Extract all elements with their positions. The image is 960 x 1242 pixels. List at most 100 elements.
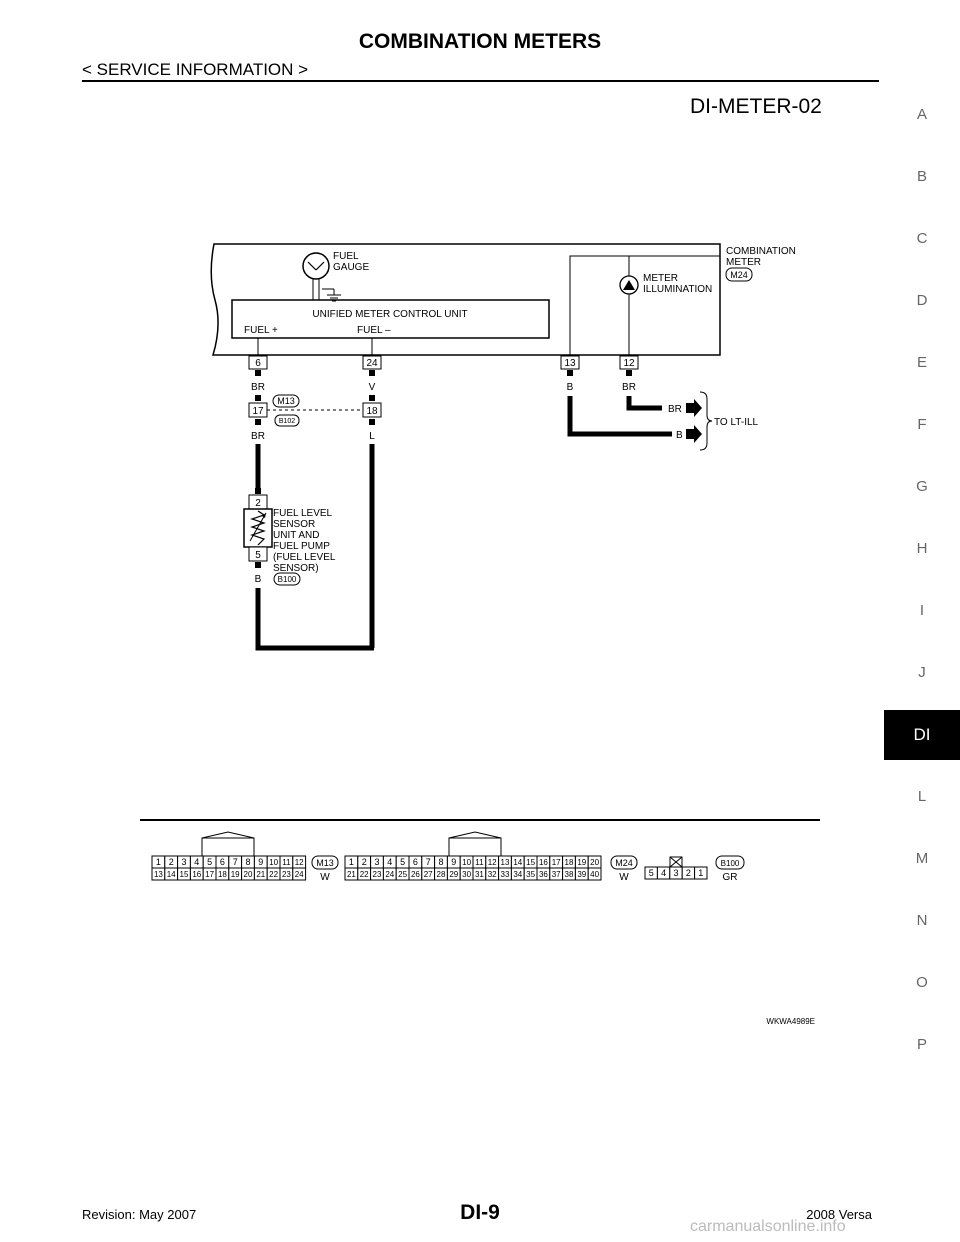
tab-p[interactable]: P <box>916 1036 927 1053</box>
sensor-label: UNIT AND <box>273 530 320 541</box>
wire-br-lt-ill <box>626 396 662 411</box>
m24-pin-number: 7 <box>426 857 431 867</box>
wiring-diagram: COMBINATION METER M24 FUEL GAUGE UNIFIED… <box>140 243 820 1026</box>
arrow-icon <box>686 425 702 443</box>
connector-tag-b100-face-text: B100 <box>721 859 740 868</box>
illumination-led-icon <box>623 280 635 290</box>
tab-b[interactable]: B <box>916 168 927 185</box>
b100-pin-number: 2 <box>686 868 691 878</box>
fuel-gauge-label-2: GAUGE <box>333 262 369 273</box>
tab-d[interactable]: D <box>916 292 928 309</box>
wire-color: BR <box>622 382 636 393</box>
sensor-pin-2-label: 2 <box>255 498 261 509</box>
m24-pin-number: 4 <box>387 857 392 867</box>
stub <box>567 370 573 376</box>
pin-12 <box>619 355 639 370</box>
m24-pin-number: 28 <box>437 870 446 879</box>
fuel-gauge-label: FUEL <box>333 251 359 262</box>
m24-pin-number: 11 <box>475 858 484 867</box>
m13-pin-number: 18 <box>218 870 227 879</box>
m24-pin-number: 6 <box>413 857 418 867</box>
m13-pin-number: 12 <box>295 858 304 867</box>
m13-pin-number: 7 <box>233 857 238 867</box>
wire-ground-b <box>255 588 374 651</box>
combination-meter-box <box>210 243 721 356</box>
variable-resistor-arrow-head <box>262 513 266 518</box>
stub <box>369 370 375 376</box>
tab-h[interactable]: H <box>916 540 928 557</box>
m13-pin-number: 8 <box>245 857 250 867</box>
connector-tag-m13 <box>272 394 300 408</box>
variable-resistor-arrow <box>249 512 267 542</box>
b100-pin-number: 3 <box>673 868 678 878</box>
tab-m[interactable]: M <box>915 850 929 867</box>
m13-pin-number: 15 <box>180 870 189 879</box>
m24-pin-number: 9 <box>451 857 456 867</box>
arrow-icon <box>686 399 702 417</box>
m24-pin-number: 14 <box>513 858 522 867</box>
m13-pin-number: 13 <box>154 870 163 879</box>
fuel-gauge-icon <box>302 252 330 280</box>
connector-color-m24: W <box>619 872 629 883</box>
stub <box>369 395 375 401</box>
m13-pin-number: 17 <box>205 870 214 879</box>
meter-illumination-label-2: ILLUMINATION <box>643 284 712 295</box>
connector-tag-m24 <box>725 267 753 282</box>
tab-c[interactable]: C <box>916 230 928 247</box>
m13-pin-number: 1 <box>156 857 161 867</box>
m24-pin-number: 19 <box>577 858 586 867</box>
combination-meter-label: COMBINATION <box>726 246 796 257</box>
pin-12-label: 12 <box>623 358 635 369</box>
m24-pin-number: 31 <box>475 870 484 879</box>
pin-17-label: 17 <box>252 406 264 417</box>
wire-b-lt-ill <box>567 396 672 437</box>
tab-l[interactable]: L <box>917 788 927 805</box>
tab-n[interactable]: N <box>916 912 928 929</box>
pin-24 <box>362 355 382 370</box>
tab-di[interactable]: DI <box>884 710 960 760</box>
diagram-id: DI-METER-02 <box>690 95 822 118</box>
stub <box>255 370 261 376</box>
m24-pin-number: 39 <box>577 870 586 879</box>
m13-pin-number: 5 <box>207 857 212 867</box>
tab-a[interactable]: A <box>916 106 927 123</box>
connector-color-b100: GR <box>723 872 738 883</box>
tab-g[interactable]: G <box>916 478 928 495</box>
m13-pin-number: 24 <box>295 870 304 879</box>
wire-color: B <box>567 382 574 393</box>
pin-18-label: 18 <box>366 406 378 417</box>
m24-pin-number: 32 <box>488 870 497 879</box>
pin-24-label: 24 <box>366 358 378 369</box>
m24-pin-number: 25 <box>398 870 407 879</box>
tab-o[interactable]: O <box>916 974 928 991</box>
wire-color: BR <box>668 404 682 415</box>
m24-pin-number: 20 <box>590 858 599 867</box>
m24-pin-number: 16 <box>539 858 548 867</box>
sensor-label: (FUEL LEVEL <box>273 552 336 563</box>
m24-cell <box>587 867 602 881</box>
pin-13-label: 13 <box>564 358 576 369</box>
m13-pin-number: 20 <box>244 870 253 879</box>
m24-pin-number: 10 <box>462 858 471 867</box>
m24-pin-number: 23 <box>373 870 382 879</box>
connector-color-m13: W <box>320 872 330 883</box>
m13-pin-number: 22 <box>269 870 278 879</box>
connector-tag-m24-face <box>610 855 638 870</box>
control-unit-title: UNIFIED METER CONTROL UNIT <box>312 309 467 320</box>
m24-pin-number: 17 <box>552 858 561 867</box>
fuel-minus-label: FUEL – <box>357 325 391 336</box>
m24-pin-number: 3 <box>374 857 379 867</box>
m13-pin-number: 6 <box>220 857 225 867</box>
combination-meter-label-2: METER <box>726 257 761 268</box>
revision-date: Revision: May 2007 <box>82 1207 197 1222</box>
m13-pin-number: 2 <box>169 857 174 867</box>
tab-i[interactable]: I <box>919 602 925 619</box>
tab-e[interactable]: E <box>916 354 927 371</box>
m24-pin-number: 15 <box>526 858 535 867</box>
connector-tag-m24-face-text: M24 <box>615 858 633 868</box>
connector-tag-m24-text: M24 <box>730 270 748 280</box>
connector-tag-b100-face <box>715 855 745 870</box>
tab-j[interactable]: J <box>918 664 926 681</box>
tab-f[interactable]: F <box>917 416 927 433</box>
